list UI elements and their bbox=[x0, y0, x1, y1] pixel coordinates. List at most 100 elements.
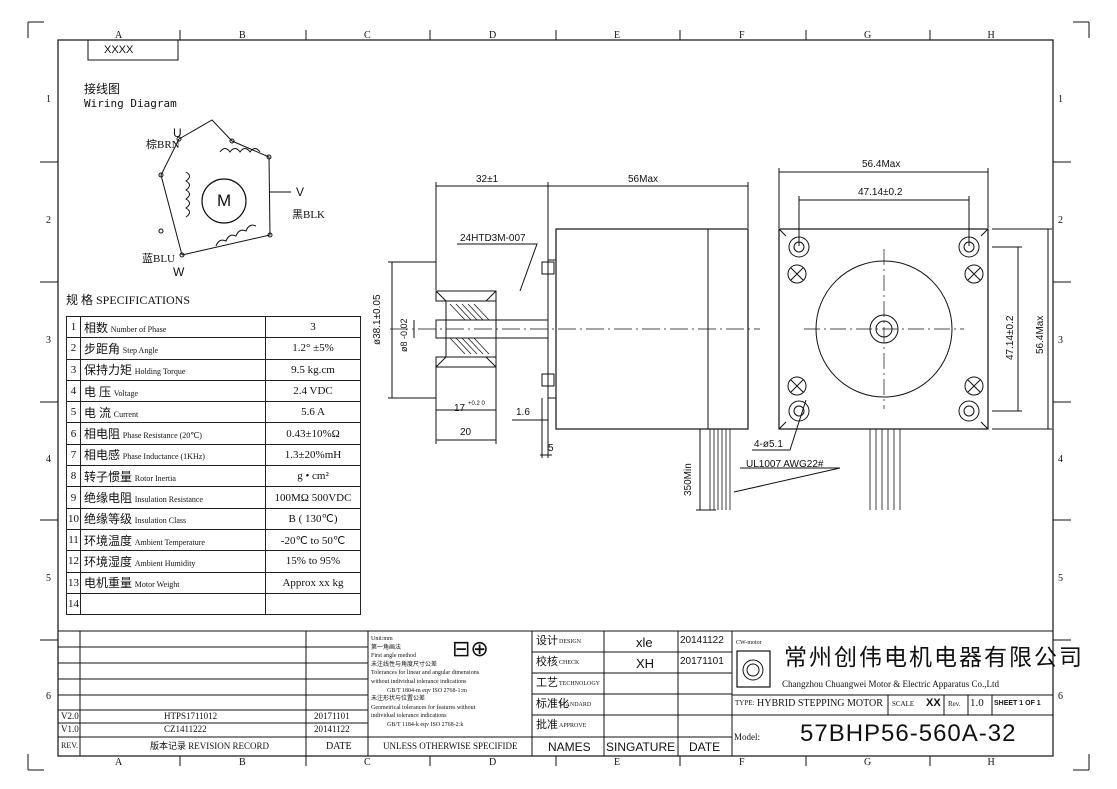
approval-role-en: CHECK bbox=[559, 660, 580, 666]
company-name-cn: 常州创伟电机电器有限公司 bbox=[784, 645, 1084, 670]
column-label-C: C bbox=[364, 30, 371, 41]
spec-value: 1.2° ±5% bbox=[265, 337, 361, 360]
dim-17-tol: +0.2 0 bbox=[468, 401, 485, 407]
spec-row: 4 电 压 Voltage 2.4 VDC bbox=[66, 379, 361, 403]
spec-name-en: Holding Torque bbox=[134, 367, 186, 377]
spec-value: -20℃ to 50℃ bbox=[265, 528, 361, 552]
column-label-A: A bbox=[115, 757, 123, 768]
notes-footer: UNLESS OTHERWISE SPECIFIDE bbox=[383, 741, 518, 751]
spec-no: 11 bbox=[66, 528, 81, 552]
row-label-5: 5 bbox=[46, 573, 51, 584]
spec-row: 14 bbox=[66, 592, 361, 616]
u-letter: U bbox=[173, 126, 182, 140]
rev-value: 1.0 bbox=[970, 697, 984, 709]
column-label-A: A bbox=[115, 30, 123, 41]
spec-name-en: Ambient Temperature bbox=[134, 537, 205, 547]
spec-name: 电 流 Current bbox=[80, 401, 266, 424]
dim-20: 20 bbox=[460, 427, 472, 438]
column-label-F: F bbox=[739, 757, 745, 768]
company-name-en: Changzhou Chuangwei Motor & Electric App… bbox=[782, 679, 999, 689]
spec-name-cn: 环境湿度 bbox=[84, 554, 133, 569]
spec-name bbox=[80, 592, 266, 616]
spec-name-cn: 电 流 bbox=[84, 405, 112, 420]
spec-name-en: Step Angle bbox=[122, 345, 159, 355]
rev-note: CZ1411222 bbox=[164, 724, 207, 734]
spec-no: 13 bbox=[66, 571, 81, 594]
spec-value: 9.5 kg.cm bbox=[265, 358, 361, 381]
spec-no: 12 bbox=[66, 550, 81, 573]
spec-row: 12 环境湿度 Ambient Humidity 15% to 95% bbox=[66, 550, 361, 573]
spec-name: 相电感 Phase Inductance (1KHz) bbox=[80, 443, 266, 467]
column-label-F: F bbox=[739, 30, 745, 41]
row-label-4: 4 bbox=[46, 454, 51, 465]
note-line: 未注形状与位置公差 bbox=[371, 696, 426, 703]
spec-name-en: Rotor Inertia bbox=[134, 473, 176, 483]
spec-name-cn: 相数 bbox=[84, 320, 109, 335]
spec-no: 8 bbox=[66, 465, 81, 488]
dim-56-4max-side: 56.4Max bbox=[1035, 315, 1046, 354]
note-line: 未注线性与角度尺寸公差 bbox=[371, 661, 438, 668]
dim-32: 32±1 bbox=[476, 174, 499, 185]
column-label-E: E bbox=[614, 30, 621, 41]
spec-name: 保持力矩 Holding Torque bbox=[80, 358, 266, 381]
spec-name-en: Phase Resistance (20℃) bbox=[122, 431, 202, 441]
spec-value: 1.3±20%mH bbox=[265, 443, 361, 467]
approval-role-en: APPROVE bbox=[559, 723, 587, 729]
approval-role-en: TECHNOLOGY bbox=[559, 681, 600, 687]
dim-47-14-top: 47.14±0.2 bbox=[858, 187, 903, 198]
spec-name-en: Ambient Humidity bbox=[134, 558, 196, 568]
spec-no: 14 bbox=[66, 592, 81, 616]
v-color: 黑BLK bbox=[292, 209, 325, 221]
note-line: individual tolerance indications bbox=[371, 713, 447, 720]
spec-name-cn: 环境温度 bbox=[84, 533, 133, 548]
motor-symbol: M bbox=[217, 191, 232, 210]
u-color: 棕BRN bbox=[146, 139, 180, 151]
spec-row: 8 转子惯量 Rotor Inertia g • cm² bbox=[66, 465, 361, 488]
scale-value: XX bbox=[926, 697, 941, 709]
row-label-3: 3 bbox=[46, 335, 51, 346]
dim-5: 5 bbox=[548, 443, 554, 454]
spec-no: 1 bbox=[66, 315, 81, 339]
spec-name: 相电阻 Phase Resistance (20℃) bbox=[80, 422, 266, 445]
spec-name: 步距角 Step Angle bbox=[80, 337, 266, 360]
spec-no: 9 bbox=[66, 486, 81, 509]
spec-no: 3 bbox=[66, 358, 81, 381]
row-label-4: 4 bbox=[1058, 454, 1063, 465]
type-value: HYBRID STEPPING MOTOR bbox=[757, 698, 883, 709]
note-line: Geometrical tolerances for features with… bbox=[371, 704, 476, 711]
spec-name-en: Number of Phase bbox=[110, 324, 167, 334]
approval-role-cn: 设计 bbox=[536, 635, 558, 647]
spec-name-en: Phase Inductance (1KHz) bbox=[122, 452, 205, 462]
rev-code: V1.0 bbox=[61, 724, 79, 734]
spec-name-cn: 电机重量 bbox=[84, 576, 133, 591]
column-label-H: H bbox=[987, 757, 995, 768]
approval-role-cn: 批准 bbox=[536, 719, 558, 731]
rev-date: 20171101 bbox=[314, 711, 350, 721]
spec-row: 7 相电感 Phase Inductance (1KHz) 1.3±20%mH bbox=[66, 443, 361, 467]
note-line: without individual tolerance indications bbox=[371, 678, 467, 685]
spec-value: 0.43±10%Ω bbox=[265, 422, 361, 445]
spec-name-cn: 转子惯量 bbox=[84, 469, 133, 484]
dim-shaft: ø8 -0.02 bbox=[399, 318, 409, 352]
row-label-3: 3 bbox=[1058, 335, 1063, 346]
approval-role-cn: 工艺 bbox=[536, 677, 558, 689]
title-block-lines bbox=[58, 630, 1053, 756]
spec-name: 相数 Number of Phase bbox=[80, 315, 266, 339]
note-line: GB/T 1804-m eqv ISO 2768-1:m bbox=[387, 687, 467, 694]
spec-row: 5 电 流 Current 5.6 A bbox=[66, 401, 361, 424]
spec-name: 电 压 Voltage bbox=[80, 379, 266, 403]
note-line: Unit:mm bbox=[371, 636, 393, 642]
model-value: 57BHP56-560A-32 bbox=[800, 720, 1017, 747]
dim-47-14-side: 47.14±0.2 bbox=[1005, 315, 1016, 360]
column-label-B: B bbox=[239, 30, 246, 41]
spec-name: 环境湿度 Ambient Humidity bbox=[80, 550, 266, 573]
spec-value: B ( 130℃) bbox=[265, 507, 361, 530]
column-label-H: H bbox=[987, 30, 995, 41]
note-line: GB/T 1184-k eqv ISO 2768-2:k bbox=[387, 721, 464, 728]
spec-name-en: Insulation Class bbox=[134, 516, 187, 526]
approval-role-en: STANDARD bbox=[559, 702, 592, 708]
spec-no: 7 bbox=[66, 443, 81, 467]
spec-no: 6 bbox=[66, 422, 81, 445]
spec-row: 2 步距角 Step Angle 1.2° ±5% bbox=[66, 337, 361, 360]
